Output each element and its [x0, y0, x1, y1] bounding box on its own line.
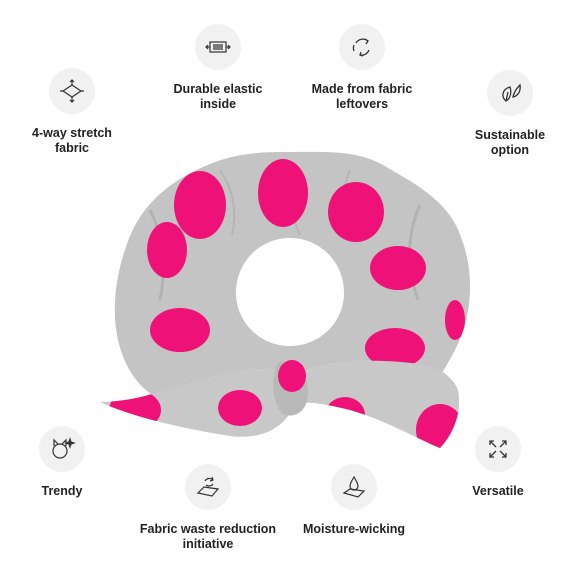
elastic-icon [195, 24, 241, 70]
feature-label: Durable elastic inside [173, 82, 263, 111]
stretch-fabric-icon [49, 68, 95, 114]
feature-sustainable: Sustainable option [460, 70, 560, 158]
feature-elastic: Durable elastic inside [160, 24, 276, 112]
droplet-fabric-icon [331, 464, 377, 510]
feature-moisture: Moisture-wicking [300, 464, 408, 537]
feature-label: Moisture-wicking [302, 522, 406, 536]
feature-versatile: Versatile [458, 426, 538, 499]
feature-label: 4-way stretch fabric [32, 126, 112, 155]
feature-label: Sustainable option [474, 128, 546, 157]
expand-arrows-icon [475, 426, 521, 472]
leaf-icon [487, 70, 533, 116]
feature-trendy: Trendy [24, 426, 100, 499]
recycle-icon [339, 24, 385, 70]
feature-label: Fabric waste reduction initiative [139, 522, 277, 551]
feature-label: Trendy [41, 484, 83, 498]
fabric-recycle-icon [185, 464, 231, 510]
feature-waste: Fabric waste reduction initiative [136, 464, 280, 552]
cat-sparkle-icon [39, 426, 85, 472]
feature-leftovers: Made from fabric leftovers [304, 24, 420, 112]
feature-label: Versatile [472, 484, 524, 498]
feature-label: Made from fabric leftovers [311, 82, 413, 111]
feature-stretch: 4-way stretch fabric [24, 68, 120, 156]
